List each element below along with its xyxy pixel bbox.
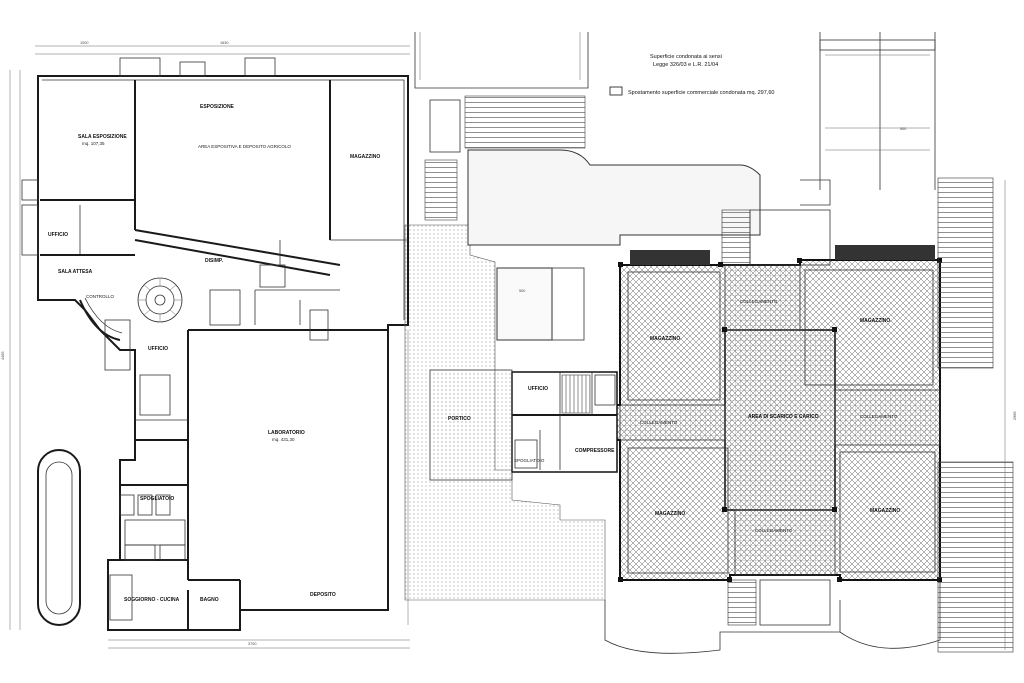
dim-right-height: 2965 [1013, 412, 1017, 420]
legend-swatch [609, 86, 623, 96]
room-ufficio-right: UFFICIO [528, 386, 548, 392]
room-sala-attesa: SALA ATTESA [58, 269, 93, 275]
room-magazzino-se: MAGAZZINO [870, 508, 900, 514]
legend: Superficie condonata ai sensi Legge 326/… [609, 54, 774, 96]
oval-planter [37, 449, 81, 626]
room-collegamento-s: COLLEGAMENTO [755, 528, 793, 533]
room-deposito: DEPOSITO [310, 592, 336, 598]
dim-mid-top: 1630 [220, 41, 228, 45]
room-area-espositiva: AREA ESPOSITIVA E DEPOSITO AGRICOLO [198, 144, 291, 149]
room-portico: PORTICO [448, 416, 471, 422]
parking-area: 500 2965 [800, 32, 1017, 653]
legend-item-label: Spostamento superficie commerciale condo… [628, 90, 774, 96]
room-collegamento-e: COLLEGAMENTO [860, 414, 898, 419]
room-ufficio-2: UFFICIO [148, 346, 168, 352]
dim-court: 500 [519, 289, 525, 293]
legend-title-line2: Legge 326/03 e L.R. 21/04 [653, 62, 718, 68]
dim-top-left: 1000 [80, 41, 88, 45]
loading-area [724, 329, 836, 511]
room-collegamento-n: COLLEGAMENTO [740, 299, 778, 304]
room-spogliatoio-right: SPOGLIATOIO [514, 458, 545, 463]
room-laboratorio: LABORATORIO [268, 430, 305, 436]
dim-bottom-total: 3700 [248, 642, 256, 646]
room-sala-esposizione: SALA ESPOSIZIONE [78, 134, 127, 140]
room-disimpegno: DISIMP. [205, 258, 224, 264]
room-collegamento-w: COLLEGAMENTO [640, 420, 678, 425]
room-magazzino-nw: MAGAZZINO [650, 336, 680, 342]
room-magazzino: MAGAZZINO [350, 154, 380, 160]
dim-parking: 500 [900, 127, 906, 131]
room-bagno: BAGNO [200, 597, 219, 603]
room-magazzino-ne: MAGAZZINO [860, 318, 890, 324]
right-building: MAGAZZINO MAGAZZINO MAGAZZINO MAGAZZINO … [429, 209, 942, 626]
room-controllo: CONTROLLO [86, 294, 115, 299]
room-laboratorio-mq: mq. 431,30 [272, 437, 295, 442]
legend-title-line1: Superficie condonata ai sensi [650, 54, 722, 60]
room-soggiorno-cucina: SOGGIORNO - CUCINA [124, 597, 180, 603]
left-building: 1000 1630 4465 [1, 41, 410, 649]
room-ufficio: UFFICIO [48, 232, 68, 238]
room-sala-esposizione-mq: mq. 107,35 [82, 141, 105, 146]
room-magazzino-sw: MAGAZZINO [655, 511, 685, 517]
room-esposizione: ESPOSIZIONE [200, 104, 235, 110]
room-area-carico: AREA DI SCARICO E CARICO [748, 414, 819, 420]
room-spogliatoio: SPOGLIATOIO [140, 496, 174, 502]
site-area: 500 [404, 32, 941, 654]
room-compressore: COMPRESSORE [575, 448, 615, 454]
dim-left-height: 4465 [1, 352, 5, 360]
